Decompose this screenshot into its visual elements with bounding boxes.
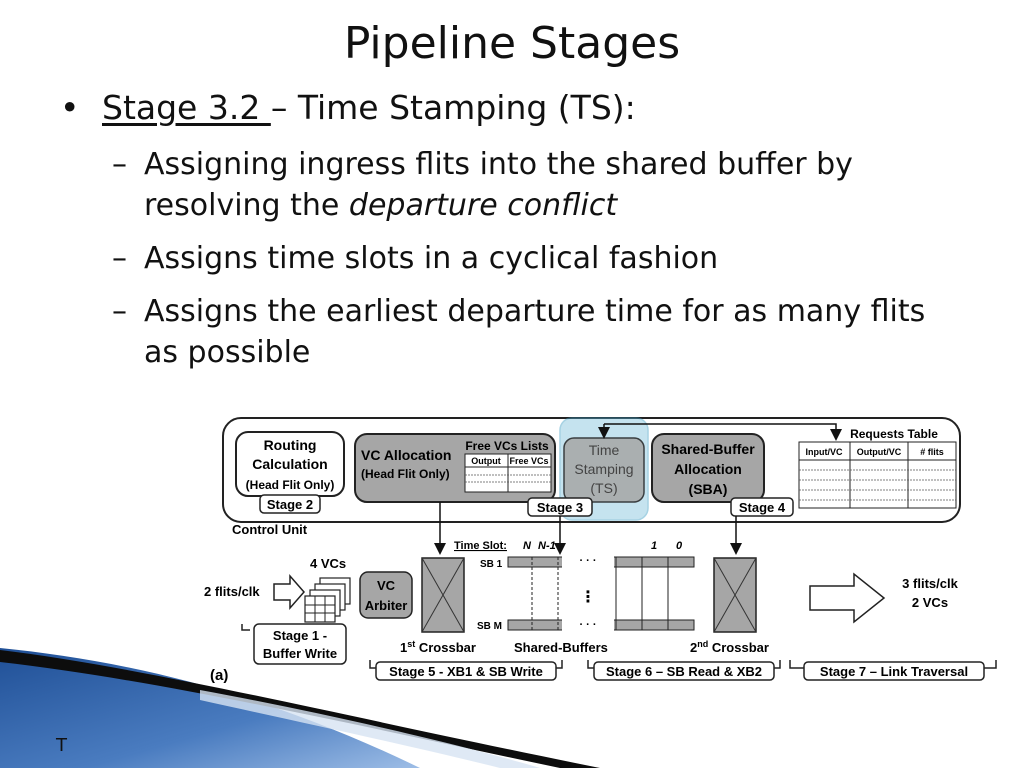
stage2-label: Stage 2	[267, 497, 313, 512]
stage-link: Stage 3.2	[102, 88, 271, 127]
requests-col: Input/VC	[806, 447, 843, 457]
vc-buffers	[304, 577, 351, 623]
slot-1: 1	[651, 540, 657, 552]
slide-title: Pipeline Stages	[343, 18, 681, 69]
vc-arbiter-label: Arbiter	[365, 598, 408, 613]
stage5-label: Stage 5 - XB1 & SB Write	[389, 664, 543, 679]
routing-label: Calculation	[252, 456, 327, 472]
free-vcs-col: Output	[471, 456, 501, 466]
free-vcs-title: Free VCs Lists	[465, 439, 549, 453]
subbullet-text: Assigns the earliest departure time for …	[144, 294, 926, 370]
stage6-label: Stage 6 – SB Read & XB2	[606, 664, 762, 679]
stage1-tag	[253, 623, 347, 665]
sbm-label: SB M	[477, 621, 502, 632]
footer-letter: T	[56, 735, 67, 756]
ellipsis-top: · · ·	[579, 555, 596, 567]
four-vcs-label: 4 VCs	[310, 556, 346, 571]
vc-allocation-label: VC Allocation	[361, 447, 452, 463]
stage1-label: Stage 1 -	[273, 628, 327, 643]
stage5-tag	[375, 661, 557, 681]
slot-n1: N-1	[538, 540, 556, 552]
slot-dividers	[531, 557, 669, 630]
crossbar2-label: 2nd Crossbar	[690, 639, 769, 655]
stage4-label: Stage 4	[739, 500, 786, 515]
stage3-label: Stage 3	[537, 500, 583, 515]
flits-in-label: 2 flits/clk	[204, 584, 260, 599]
ts-label: Time	[589, 442, 620, 458]
bullet-list: • Stage 3.2 – Time Stamping (TS): – Assi…	[60, 86, 960, 385]
slot-0: 0	[676, 540, 683, 552]
bullet-dot: •	[60, 88, 80, 127]
dash-marker: –	[112, 294, 127, 329]
vc-allocation-sub: (Head Flit Only)	[361, 467, 450, 481]
vc-arbiter-label: VC	[377, 578, 396, 593]
requests-col: Output/VC	[857, 447, 902, 457]
stage6-tag	[593, 661, 775, 681]
sba-label: Allocation	[674, 461, 742, 477]
free-vcs-col: Free VCs	[509, 456, 548, 466]
routing-label: Routing	[264, 437, 317, 453]
sba-box	[651, 433, 765, 503]
input-arrow	[273, 574, 305, 610]
out-vcs-label: 2 VCs	[912, 595, 948, 610]
out-flits-label: 3 flits/clk	[902, 576, 958, 591]
dash-marker: –	[112, 241, 127, 276]
dash-marker: –	[112, 147, 127, 182]
sba-label: Shared-Buffer	[661, 441, 755, 457]
stage-title: – Time Stamping (TS):	[270, 88, 636, 127]
stage7-tag	[803, 661, 985, 681]
control-unit-label: Control Unit	[232, 522, 308, 537]
vc-arbiter-box	[359, 571, 413, 619]
stage4-tag	[730, 497, 794, 517]
sb1-label: SB 1	[480, 559, 503, 570]
routing-label: (Head Flit Only)	[246, 478, 335, 492]
shared-buffers-label: Shared-Buffers	[514, 640, 608, 655]
output-arrow	[809, 572, 886, 624]
subbullet-item: – Assigning ingress flits into the share…	[60, 144, 960, 226]
ellipsis-bottom: · · ·	[579, 619, 596, 631]
subbullet-item: – Assigns time slots in a cyclical fashi…	[60, 238, 960, 279]
stage1-label: Buffer Write	[263, 646, 337, 661]
requests-table	[798, 441, 957, 509]
figure-label: (a)	[210, 667, 228, 684]
pipeline-diagram: Routing Calculation (Head Flit Only) Sta…	[204, 417, 997, 684]
stage2-tag	[259, 494, 321, 514]
crossbar1-label: 1st Crossbar	[400, 639, 476, 655]
time-slot-label: Time Slot:	[454, 540, 507, 552]
requests-col: # flits	[920, 447, 944, 457]
bullet-stage: • Stage 3.2 – Time Stamping (TS):	[60, 86, 960, 130]
ts-label: Stamping	[574, 461, 633, 477]
slot-n: N	[523, 540, 532, 552]
requests-title: Requests Table	[850, 427, 938, 441]
subbullet-text: Assigning ingress flits into the shared …	[144, 147, 853, 223]
subbullet-item: – Assigns the earliest departure time fo…	[60, 291, 960, 373]
stage1-brace	[241, 624, 250, 631]
stage7-label: Stage 7 – Link Traversal	[820, 664, 968, 679]
ellipsis-mid: ⋮	[580, 589, 596, 606]
ts-label: (TS)	[590, 480, 617, 496]
subbullet-emphasis: departure conflict	[348, 188, 618, 223]
subbullet-text: Assigns time slots in a cyclical fashion	[144, 241, 719, 276]
subbullet-list: – Assigning ingress flits into the share…	[60, 144, 960, 373]
sba-label: (SBA)	[689, 481, 728, 497]
